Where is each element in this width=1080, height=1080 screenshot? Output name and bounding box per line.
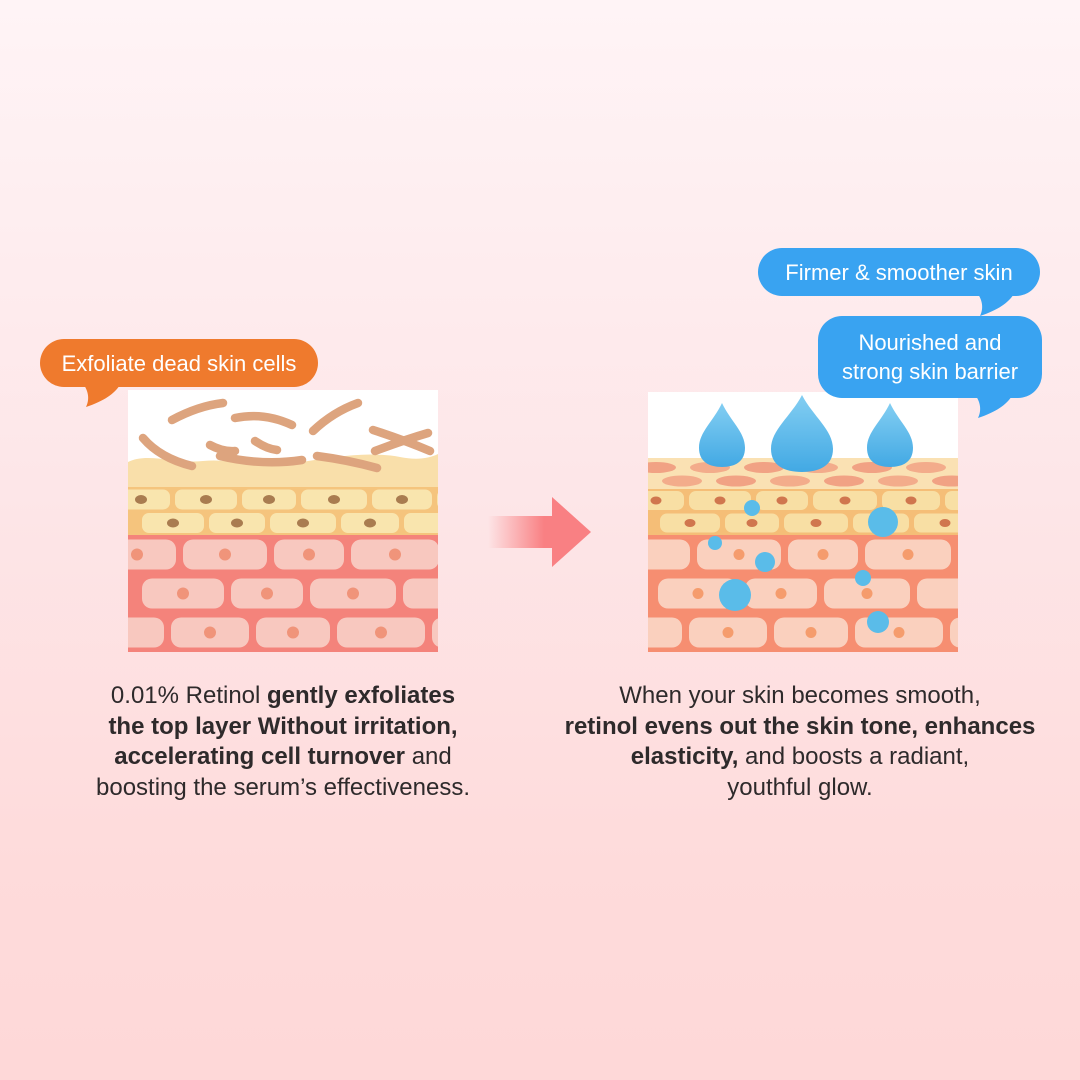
speech-tail-icon (84, 385, 120, 407)
speech-bubble-firmer: Firmer & smoother skin (758, 248, 1040, 316)
speech-tail-icon (978, 294, 1014, 316)
caption-after: When your skin becomes smooth, retinol e… (564, 682, 1036, 801)
speech-bubble-exfoliate: Exfoliate dead skin cells (40, 339, 318, 407)
skin-diagram-before (128, 390, 438, 652)
caption-before: 0.01% Retinol gently exfoliates the top … (96, 682, 470, 801)
arrow-container (488, 496, 592, 573)
right-arrow-icon (488, 497, 591, 567)
speech-bubble-nourished-label: Nourished and strong skin barrier (841, 330, 1019, 384)
speech-bubble-nourished: Nourished and strong skin barrier (818, 316, 1042, 418)
speech-bubble-exfoliate-label: Exfoliate dead skin cells (61, 350, 297, 376)
skin-diagram-after (648, 392, 958, 652)
speech-bubble-firmer-label: Firmer & smoother skin (785, 259, 1013, 285)
speech-tail-icon (976, 396, 1012, 418)
